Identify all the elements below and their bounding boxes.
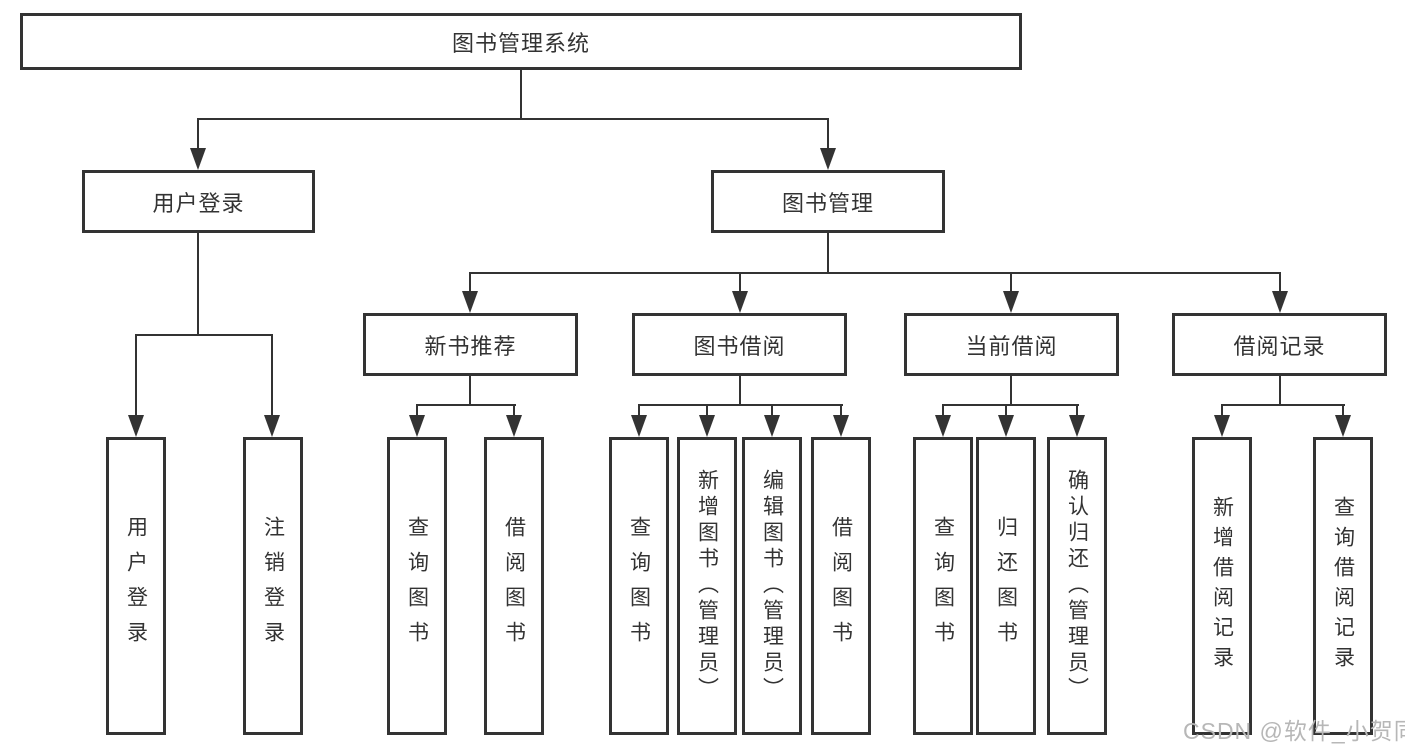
- node-user-login: 用户登录: [82, 170, 315, 233]
- node-user-login-label: 用户登录: [152, 190, 245, 216]
- connector-line: [416, 405, 418, 417]
- leaf-return-books-label: 归还图书: [994, 516, 1018, 656]
- arrowhead: [833, 415, 849, 437]
- arrowhead: [1069, 415, 1085, 437]
- connector-line: [135, 335, 137, 417]
- leaf-edit-books-admin: 编辑图书（管理员）: [742, 437, 802, 735]
- node-borrowing-records-label: 借阅记录: [1233, 333, 1326, 359]
- arrowhead: [1214, 415, 1230, 437]
- node-new-book-recommendation-label: 新书推荐: [424, 333, 517, 359]
- leaf-query-books-borrow-label: 查询图书: [627, 516, 651, 656]
- arrowhead: [935, 415, 951, 437]
- leaf-borrow-books-borrow: 借阅图书: [811, 437, 871, 735]
- leaf-add-borrow-record-label: 新增借阅记录: [1210, 496, 1234, 676]
- root-node-label: 图书管理系统: [451, 30, 590, 56]
- leaf-user-login: 用户登录: [106, 437, 166, 735]
- node-current-borrowing-label: 当前借阅: [965, 333, 1058, 359]
- connector-line: [1010, 273, 1012, 292]
- arrowhead: [1272, 291, 1288, 313]
- connector-line: [520, 68, 522, 119]
- connector-line: [197, 118, 829, 120]
- connector-line: [1342, 405, 1344, 417]
- arrowhead: [506, 415, 522, 437]
- csdn-watermark: CSDN @软件_小贺同学: [1183, 718, 1405, 744]
- leaf-query-books-borrow: 查询图书: [609, 437, 669, 735]
- connector-line: [1010, 375, 1012, 406]
- leaf-query-borrow-record-label: 查询借阅记录: [1331, 496, 1355, 676]
- node-current-borrowing: 当前借阅: [904, 313, 1119, 376]
- leaf-query-borrow-record: 查询借阅记录: [1313, 437, 1373, 735]
- connector-line: [771, 405, 773, 417]
- leaf-query-books-current: 查询图书: [913, 437, 973, 735]
- leaf-borrow-books-newbook-label: 借阅图书: [502, 516, 526, 656]
- connector-line: [706, 405, 708, 417]
- arrowhead: [409, 415, 425, 437]
- node-new-book-recommendation: 新书推荐: [363, 313, 578, 376]
- connector-line: [638, 405, 640, 417]
- connector-line: [942, 405, 944, 417]
- leaf-query-books-newbook-label: 查询图书: [405, 516, 429, 656]
- arrowhead: [128, 415, 144, 437]
- leaf-add-books-admin-label: 新增图书（管理员）: [695, 469, 719, 703]
- node-borrowing-records: 借阅记录: [1172, 313, 1387, 376]
- connector-line: [197, 233, 199, 336]
- connector-line: [942, 404, 1079, 406]
- connector-line: [1279, 273, 1281, 292]
- connector-line: [1279, 375, 1281, 406]
- connector-line: [638, 404, 843, 406]
- node-book-management: 图书管理: [711, 170, 945, 233]
- connector-line: [416, 404, 516, 406]
- leaf-confirm-return-admin-label: 确认归还（管理员）: [1065, 469, 1089, 703]
- connector-line: [469, 273, 471, 292]
- arrowhead: [264, 415, 280, 437]
- arrowhead: [462, 291, 478, 313]
- leaf-add-books-admin: 新增图书（管理员）: [677, 437, 737, 735]
- leaf-query-books-newbook: 查询图书: [387, 437, 447, 735]
- arrowhead: [190, 148, 206, 170]
- connector-line: [469, 375, 471, 406]
- leaf-edit-books-admin-label: 编辑图书（管理员）: [760, 469, 784, 703]
- leaf-confirm-return-admin: 确认归还（管理员）: [1047, 437, 1107, 735]
- connector-line: [469, 272, 1281, 274]
- connector-line: [840, 405, 842, 417]
- arrowhead: [732, 291, 748, 313]
- leaf-return-books: 归还图书: [976, 437, 1036, 735]
- node-book-borrowing-label: 图书借阅: [693, 333, 786, 359]
- arrowhead: [1003, 291, 1019, 313]
- leaf-add-borrow-record: 新增借阅记录: [1192, 437, 1252, 735]
- arrowhead: [699, 415, 715, 437]
- connector-line: [739, 375, 741, 406]
- arrowhead: [631, 415, 647, 437]
- leaf-query-books-current-label: 查询图书: [931, 516, 955, 656]
- connector-line: [1221, 405, 1223, 417]
- arrowhead: [998, 415, 1014, 437]
- connector-line: [1076, 405, 1078, 417]
- connector-line: [827, 119, 829, 152]
- connector-line: [1221, 404, 1345, 406]
- connector-line: [271, 335, 273, 417]
- root-node: 图书管理系统: [20, 13, 1022, 70]
- arrowhead: [1335, 415, 1351, 437]
- arrowhead: [820, 148, 836, 170]
- connector-line: [513, 405, 515, 417]
- leaf-logout-label: 注销登录: [261, 516, 285, 656]
- leaf-borrow-books-newbook: 借阅图书: [484, 437, 544, 735]
- node-book-borrowing: 图书借阅: [632, 313, 847, 376]
- leaf-user-login-label: 用户登录: [124, 516, 148, 656]
- arrowhead: [764, 415, 780, 437]
- connector-line: [197, 119, 199, 152]
- connector-line: [1005, 405, 1007, 417]
- connector-line: [135, 334, 273, 336]
- leaf-logout: 注销登录: [243, 437, 303, 735]
- node-book-management-label: 图书管理: [781, 190, 874, 216]
- connector-line: [739, 273, 741, 292]
- leaf-borrow-books-borrow-label: 借阅图书: [829, 516, 853, 656]
- connector-line: [827, 233, 829, 274]
